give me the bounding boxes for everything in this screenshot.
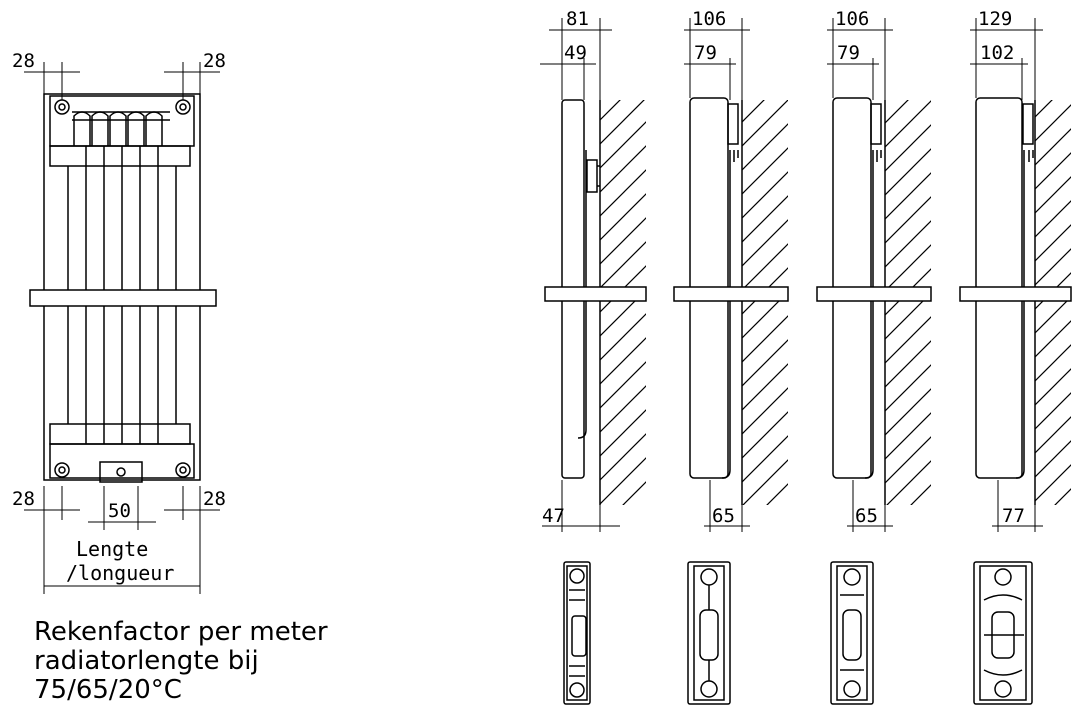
plan-3-bottom-connection-icon [843, 680, 861, 698]
side-1-dim-inner: 49 [564, 42, 587, 64]
top-bracket [49, 145, 191, 167]
caption-line-2: radiatorlengte bij [34, 646, 259, 676]
side-1-dim-bottom: 47 [542, 505, 565, 527]
side-4-dim-inner: 102 [980, 42, 1014, 64]
plan-2-top-connection-icon [700, 568, 718, 586]
center-connection-block [99, 461, 143, 483]
side-view-4 [959, 18, 1072, 532]
break-band-side-2 [673, 286, 789, 302]
top-manifold [49, 95, 195, 147]
dim-bottom-center: 50 [108, 500, 131, 522]
side-3-dim-inner: 79 [837, 42, 860, 64]
bracket-3 [870, 103, 882, 145]
top-right-connection-icon [175, 99, 191, 115]
break-band-side-3 [816, 286, 932, 302]
plan-1-top-connection-icon [569, 568, 585, 584]
side-4-dim-outer: 129 [978, 8, 1012, 30]
side-view-2 [673, 18, 789, 532]
side-2-dim-bottom: 65 [712, 505, 735, 527]
bottom-left-connection-icon [54, 462, 70, 478]
dim-top-left: 28 [12, 50, 35, 72]
plan-3-top-connection-icon [843, 568, 861, 586]
side-2-dim-inner: 79 [694, 42, 717, 64]
caption-line-3: 75/65/20°C [34, 675, 182, 705]
plan-view-2 [687, 561, 731, 705]
front-dimension-lines [24, 62, 220, 594]
wall-hatch-4 [1035, 100, 1071, 505]
plan-view-1 [563, 561, 591, 705]
length-label-line-1: Lengte [76, 537, 148, 561]
dim-top-right: 28 [203, 50, 226, 72]
side-3-dim-bottom: 65 [855, 505, 878, 527]
bottom-bracket [49, 423, 191, 445]
wall-hatch-2 [742, 100, 788, 505]
side-view-3 [816, 18, 932, 532]
front-view [24, 62, 220, 594]
plan-1-bottom-connection-icon [569, 682, 585, 698]
radiator-front-outline [43, 93, 201, 481]
caption-line-1: Rekenfactor per meter [34, 617, 328, 647]
plan-view-4 [973, 561, 1033, 705]
plan-view-3 [830, 561, 874, 705]
bracket-1 [586, 159, 598, 193]
break-band-side-1 [544, 286, 647, 302]
plan-2-bottom-connection-icon [700, 680, 718, 698]
top-left-connection-icon [54, 99, 70, 115]
plan-4-top-connection-icon [994, 568, 1012, 586]
top-fins [73, 111, 163, 146]
side-4-dim-bottom: 77 [1002, 505, 1025, 527]
length-label-line-2: /longueur [66, 561, 174, 585]
side-view-1 [540, 18, 647, 532]
caption: Rekenfactor per meter radiatorlengte bij… [34, 618, 374, 705]
plan-4-bottom-connection-icon [994, 680, 1012, 698]
wall-hatch-1 [600, 100, 646, 505]
side-1-dim-outer: 81 [566, 8, 589, 30]
bracket-2 [727, 103, 739, 145]
bottom-manifold [49, 443, 195, 479]
break-band-side-4 [959, 286, 1072, 302]
side-3-dim-outer: 106 [835, 8, 869, 30]
bracket-4 [1022, 103, 1034, 145]
dim-bottom-right: 28 [203, 488, 226, 510]
side-2-dim-outer: 106 [692, 8, 726, 30]
front-break-band [29, 289, 217, 307]
dim-bottom-left: 28 [12, 488, 35, 510]
bottom-right-connection-icon [175, 462, 191, 478]
wall-hatch-3 [885, 100, 931, 505]
